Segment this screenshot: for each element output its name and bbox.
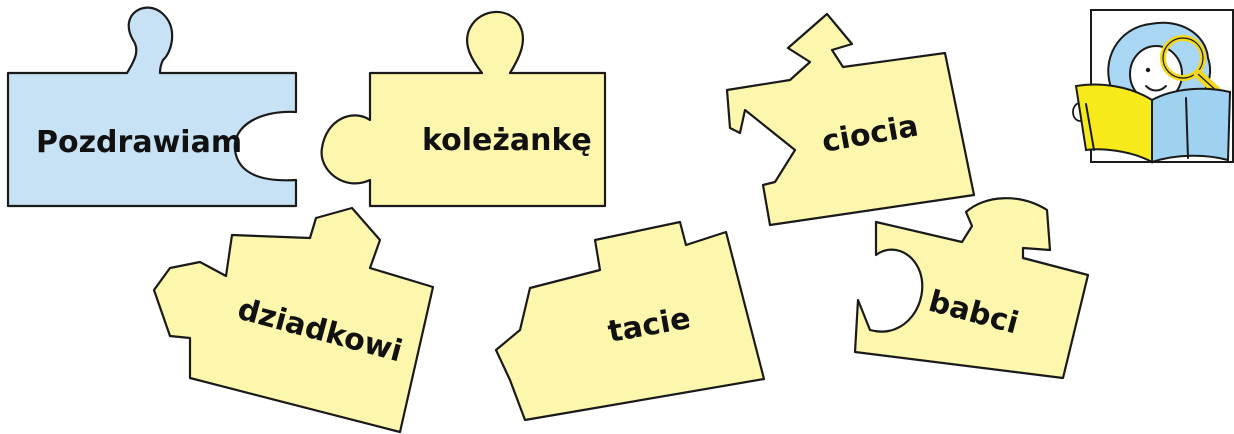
puzzle-piece-ciocia[interactable]: ciocia xyxy=(725,12,976,227)
piece-label-pozdrawiam: Pozdrawiam xyxy=(36,125,242,160)
piece-shape-tacie xyxy=(494,220,766,422)
icon-book-left-edge xyxy=(1085,103,1095,151)
piece-shape-ciocia xyxy=(725,12,976,227)
icon-magnifier-outline xyxy=(1162,37,1204,79)
piece-label-kolezanke: koleżankę xyxy=(422,123,592,158)
piece-shape-pozdrawiam xyxy=(6,6,298,208)
piece-shape-kolezanke xyxy=(320,10,607,208)
reading-child-with-magnifier-icon xyxy=(1072,9,1234,164)
piece-shape-dziadkowi xyxy=(152,206,435,434)
piece-shape-babci xyxy=(853,197,1090,380)
puzzle-piece-tacie[interactable]: tacie xyxy=(494,220,766,422)
icon-eye xyxy=(1145,67,1151,73)
icon-book-left xyxy=(1074,83,1153,164)
puzzle-piece-kolezanke[interactable]: koleżankę xyxy=(320,10,607,208)
icon-book-right-edge xyxy=(1185,97,1189,159)
puzzle-piece-pozdrawiam[interactable]: Pozdrawiam xyxy=(6,6,298,208)
puzzle-piece-babci[interactable]: babci xyxy=(853,197,1090,380)
icon-smile xyxy=(1145,85,1167,92)
icon-book-right xyxy=(1151,87,1232,164)
puzzle-piece-dziadkowi[interactable]: dziadkowi xyxy=(152,206,435,434)
